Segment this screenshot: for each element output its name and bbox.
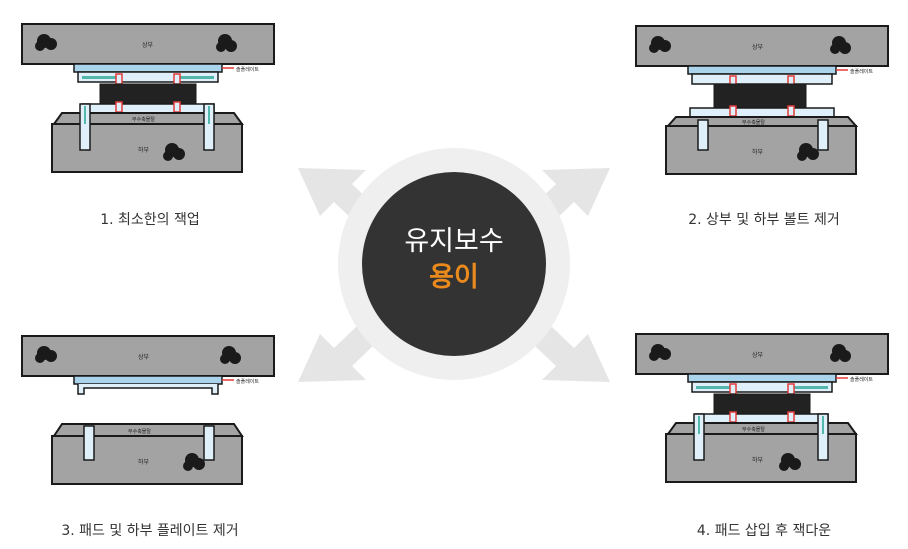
upper-stain-left xyxy=(649,36,671,53)
upper-stain-left xyxy=(35,34,57,51)
center-circle xyxy=(362,172,546,356)
upper-structure-label: 상부 xyxy=(142,41,154,49)
step-4-diagram: 상부 솔플레이트 무수축몰탈 하부 xyxy=(635,333,896,488)
mortar-label: 무수축몰탈 xyxy=(742,426,765,433)
sole-plate-label: 솔플레이트 xyxy=(850,68,873,75)
step-3-diagram: 상부 솔플레이트 무수축몰탈 하부 xyxy=(21,335,282,490)
lower-stain xyxy=(183,453,205,471)
sole-plate-label: 솔플레이트 xyxy=(236,66,259,73)
upper-stain-right xyxy=(220,346,241,364)
upper-stain-left xyxy=(649,344,671,361)
lower-stain xyxy=(779,453,801,471)
center-highlight: 용이 xyxy=(429,262,479,293)
upper-structure-label: 상부 xyxy=(138,353,150,361)
upper-structure-label: 상부 xyxy=(752,43,764,51)
lower-structure-label: 하부 xyxy=(138,458,150,466)
mortar-label: 무수축몰탈 xyxy=(742,119,765,126)
upper-stain-left xyxy=(35,346,57,363)
upper-stain-right xyxy=(216,34,237,52)
center-label: 유지보수 용이 xyxy=(354,224,554,296)
lower-structure-label: 하부 xyxy=(752,148,764,156)
upper-stain-right xyxy=(830,344,851,362)
mortar-label: 무수축몰탈 xyxy=(132,116,155,123)
step-1-diagram: 상부 솔플레이트 무수축몰탈 하부 xyxy=(21,23,282,178)
center-title: 유지보수 xyxy=(404,226,504,257)
step-2-caption: 2. 상부 및 하부 볼트 제거 xyxy=(688,212,840,228)
mortar-label: 무수축몰탈 xyxy=(128,428,151,435)
lower-stain xyxy=(797,143,819,161)
step-4-caption: 4. 패드 삽입 후 잭다운 xyxy=(696,523,832,539)
step-1-caption: 1. 최소한의 잭업 xyxy=(100,212,200,228)
upper-structure-label: 상부 xyxy=(752,351,764,359)
sole-plate-label: 솔플레이트 xyxy=(850,376,873,383)
lower-stain xyxy=(163,143,185,161)
lower-structure-label: 하부 xyxy=(138,146,150,154)
upper-stain-right xyxy=(830,36,851,54)
lower-structure-label: 하부 xyxy=(752,456,764,464)
step-2-diagram: 상부 솔플레이트 무수축몰탈 하부 xyxy=(635,25,896,180)
sole-plate-label: 솔플레이트 xyxy=(236,378,259,385)
step-3-caption: 3. 패드 및 하부 플레이트 제거 xyxy=(61,523,239,539)
